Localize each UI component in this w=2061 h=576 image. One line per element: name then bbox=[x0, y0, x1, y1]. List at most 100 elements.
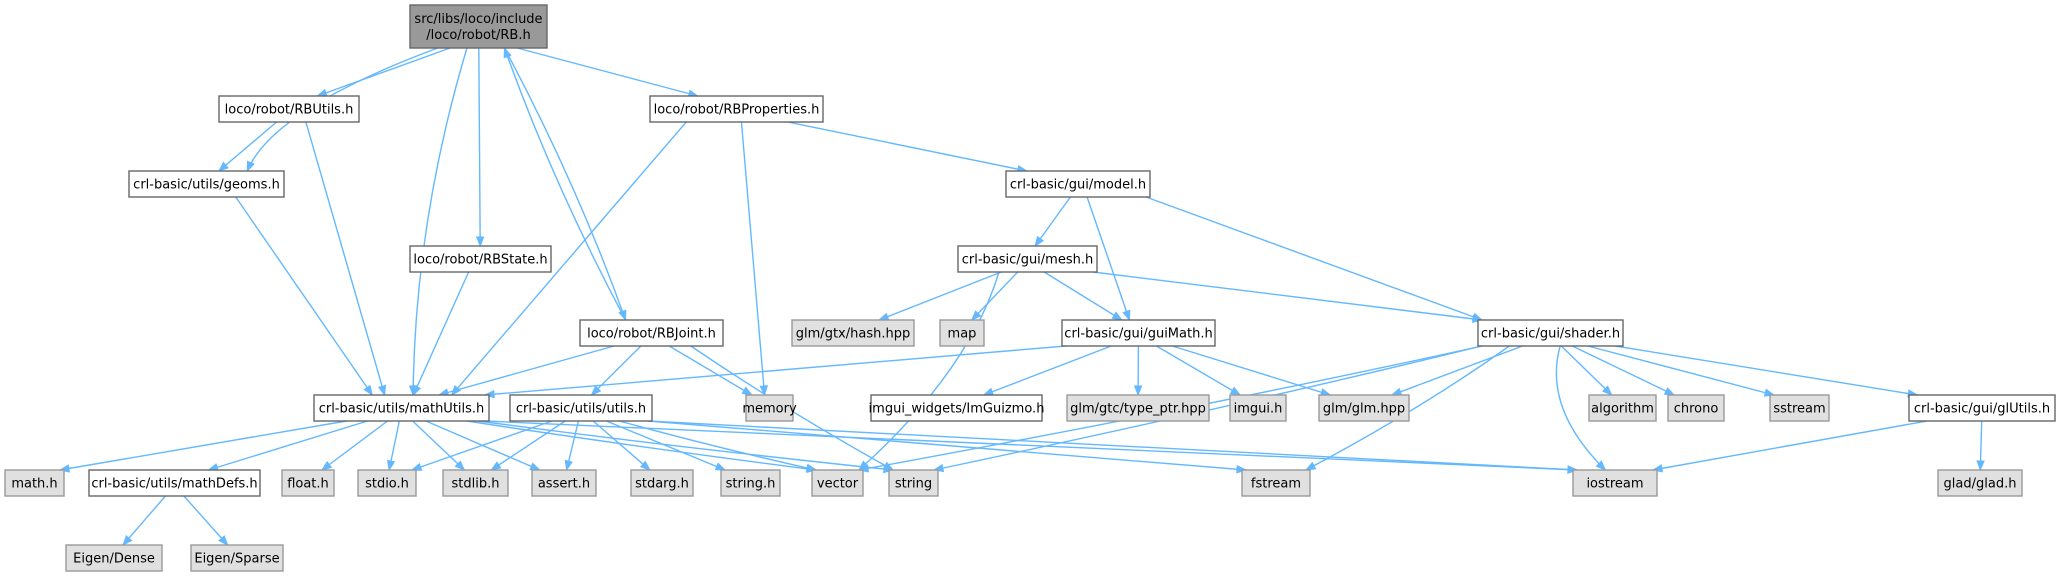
node-box bbox=[357, 469, 417, 497]
node-stdlib: stdlib.h bbox=[442, 469, 509, 497]
node-label: memory bbox=[742, 402, 797, 417]
edge-rb-to-mathutils bbox=[408, 47, 468, 397]
edge-rb-to-rbprop bbox=[517, 47, 700, 98]
node-label: chrono bbox=[1674, 402, 1719, 417]
edge-rbutils-to-mathutils bbox=[305, 121, 387, 397]
node-label: crl-basic/utils/geoms.h bbox=[133, 178, 280, 193]
node-iostream: iostream bbox=[1572, 469, 1658, 497]
node-sparse: Eigen/Sparse bbox=[190, 544, 284, 572]
node-box bbox=[791, 319, 915, 347]
node-mesh[interactable]: crl-basic/gui/mesh.h bbox=[957, 245, 1098, 273]
node-label: stdarg.h bbox=[635, 477, 689, 492]
node-label: crl-basic/utils/mathDefs.h bbox=[91, 477, 257, 492]
node-box bbox=[531, 469, 597, 497]
edge-rb-to-rbjoint bbox=[503, 47, 627, 322]
node-box bbox=[4, 469, 65, 497]
node-box bbox=[65, 544, 163, 572]
node-box bbox=[720, 469, 781, 497]
node-glm: glm/glm.hpp bbox=[1318, 394, 1410, 422]
node-shader[interactable]: crl-basic/gui/shader.h bbox=[1477, 319, 1624, 347]
node-stdio: stdio.h bbox=[357, 469, 417, 497]
edge-rbutils-to-geoms bbox=[217, 121, 278, 172]
node-box bbox=[128, 170, 285, 198]
node-model[interactable]: crl-basic/gui/model.h bbox=[1005, 170, 1151, 198]
node-label: sstream bbox=[1773, 402, 1825, 417]
edge-model-to-shader bbox=[1145, 196, 1484, 321]
edge-mathdefs-to-dense bbox=[122, 495, 166, 547]
edge-utils-to-iostream bbox=[647, 420, 1579, 474]
edge-guimath-to-mathutils bbox=[483, 345, 1067, 399]
node-box bbox=[649, 95, 824, 123]
node-rbjoint[interactable]: loco/robot/RBJoint.h bbox=[579, 319, 724, 347]
node-box bbox=[313, 394, 490, 422]
node-label: algorithm bbox=[1591, 402, 1654, 417]
node-label: imgui_widgets/ImGuizmo.h bbox=[869, 402, 1045, 417]
node-map: map bbox=[939, 319, 985, 347]
node-box bbox=[957, 245, 1098, 273]
node-geoms[interactable]: crl-basic/utils/geoms.h bbox=[128, 170, 285, 198]
node-box bbox=[1477, 319, 1624, 347]
node-glutils[interactable]: crl-basic/gui/glUtils.h bbox=[1908, 394, 2056, 422]
node-box bbox=[1908, 394, 2056, 422]
node-rbprop[interactable]: loco/robot/RBProperties.h bbox=[649, 95, 824, 123]
node-mathdefs[interactable]: crl-basic/utils/mathDefs.h bbox=[88, 469, 261, 497]
node-hash: glm/gtx/hash.hpp bbox=[791, 319, 915, 347]
node-glad: glad/glad.h bbox=[1937, 469, 2023, 497]
node-utils[interactable]: crl-basic/utils/utils.h bbox=[509, 394, 653, 422]
node-rbutils[interactable]: loco/robot/RBUtils.h bbox=[218, 95, 360, 123]
node-box bbox=[888, 469, 939, 497]
edge-mathutils-to-mathdefs bbox=[207, 420, 368, 472]
node-box bbox=[1061, 319, 1216, 347]
node-mathutils[interactable]: crl-basic/utils/mathUtils.h bbox=[313, 394, 490, 422]
edge-mathutils-to-stdio bbox=[386, 420, 401, 472]
node-label: crl-basic/gui/model.h bbox=[1010, 178, 1146, 193]
edge-model-to-mesh bbox=[1034, 196, 1071, 248]
node-label: loco/robot/RBUtils.h bbox=[225, 103, 354, 118]
node-label: stdio.h bbox=[365, 477, 409, 492]
edge-utils-to-stringh bbox=[606, 420, 727, 471]
node-label: map bbox=[948, 327, 977, 342]
edge-mathdefs-to-sparse bbox=[183, 495, 229, 547]
edge-guimath-to-imguizmo bbox=[982, 345, 1112, 396]
node-guimath[interactable]: crl-basic/gui/guiMath.h bbox=[1061, 319, 1216, 347]
node-box bbox=[1937, 469, 2023, 497]
edge-utils-to-stdlib bbox=[490, 420, 566, 471]
node-chrono: chrono bbox=[1667, 394, 1725, 422]
edge-guimath-to-imgui bbox=[1156, 345, 1242, 396]
node-label: Eigen/Sparse bbox=[194, 552, 279, 567]
edge-rbjoint-to-mathutils bbox=[437, 345, 615, 397]
node-box bbox=[190, 544, 284, 572]
edge-mesh-to-guimath bbox=[1043, 271, 1124, 321]
node-box bbox=[442, 469, 509, 497]
edge-utils-to-stdio bbox=[410, 420, 553, 471]
node-dense: Eigen/Dense bbox=[65, 544, 163, 572]
edge-glutils-to-glad bbox=[1976, 420, 1985, 472]
edge-rbprop-to-memory bbox=[740, 121, 768, 397]
node-box bbox=[811, 469, 864, 497]
node-label: crl-basic/gui/guiMath.h bbox=[1064, 327, 1212, 342]
node-label: string bbox=[895, 477, 932, 492]
node-label: vector bbox=[817, 477, 859, 492]
node-box bbox=[630, 469, 694, 497]
node-box bbox=[1572, 469, 1658, 497]
node-box bbox=[281, 469, 335, 497]
edge-mesh-to-shader bbox=[1092, 271, 1484, 324]
node-box bbox=[1005, 170, 1151, 198]
node-imguizmo[interactable]: imgui_widgets/ImGuizmo.h bbox=[869, 394, 1045, 422]
node-box bbox=[870, 394, 1043, 422]
node-box bbox=[579, 319, 724, 347]
node-rbstate[interactable]: loco/robot/RBState.h bbox=[409, 245, 552, 273]
node-box bbox=[409, 245, 552, 273]
node-label: crl-basic/gui/mesh.h bbox=[962, 253, 1093, 268]
node-label: Eigen/Dense bbox=[73, 552, 155, 567]
node-algorithm: algorithm bbox=[1588, 394, 1657, 422]
nodes: src/libs/loco/include/loco/robot/RB.h loc… bbox=[4, 4, 2056, 572]
node-rb[interactable]: src/libs/loco/include/loco/robot/RB.h bbox=[409, 4, 548, 49]
edge-mathutils-to-stdlib bbox=[412, 420, 466, 471]
node-memory: memory bbox=[742, 394, 797, 422]
node-stringh: string.h bbox=[720, 469, 781, 497]
node-box bbox=[939, 319, 985, 347]
node-label: loco/robot/RBState.h bbox=[413, 253, 547, 268]
edge-guimath-to-typeptr bbox=[1133, 345, 1143, 397]
